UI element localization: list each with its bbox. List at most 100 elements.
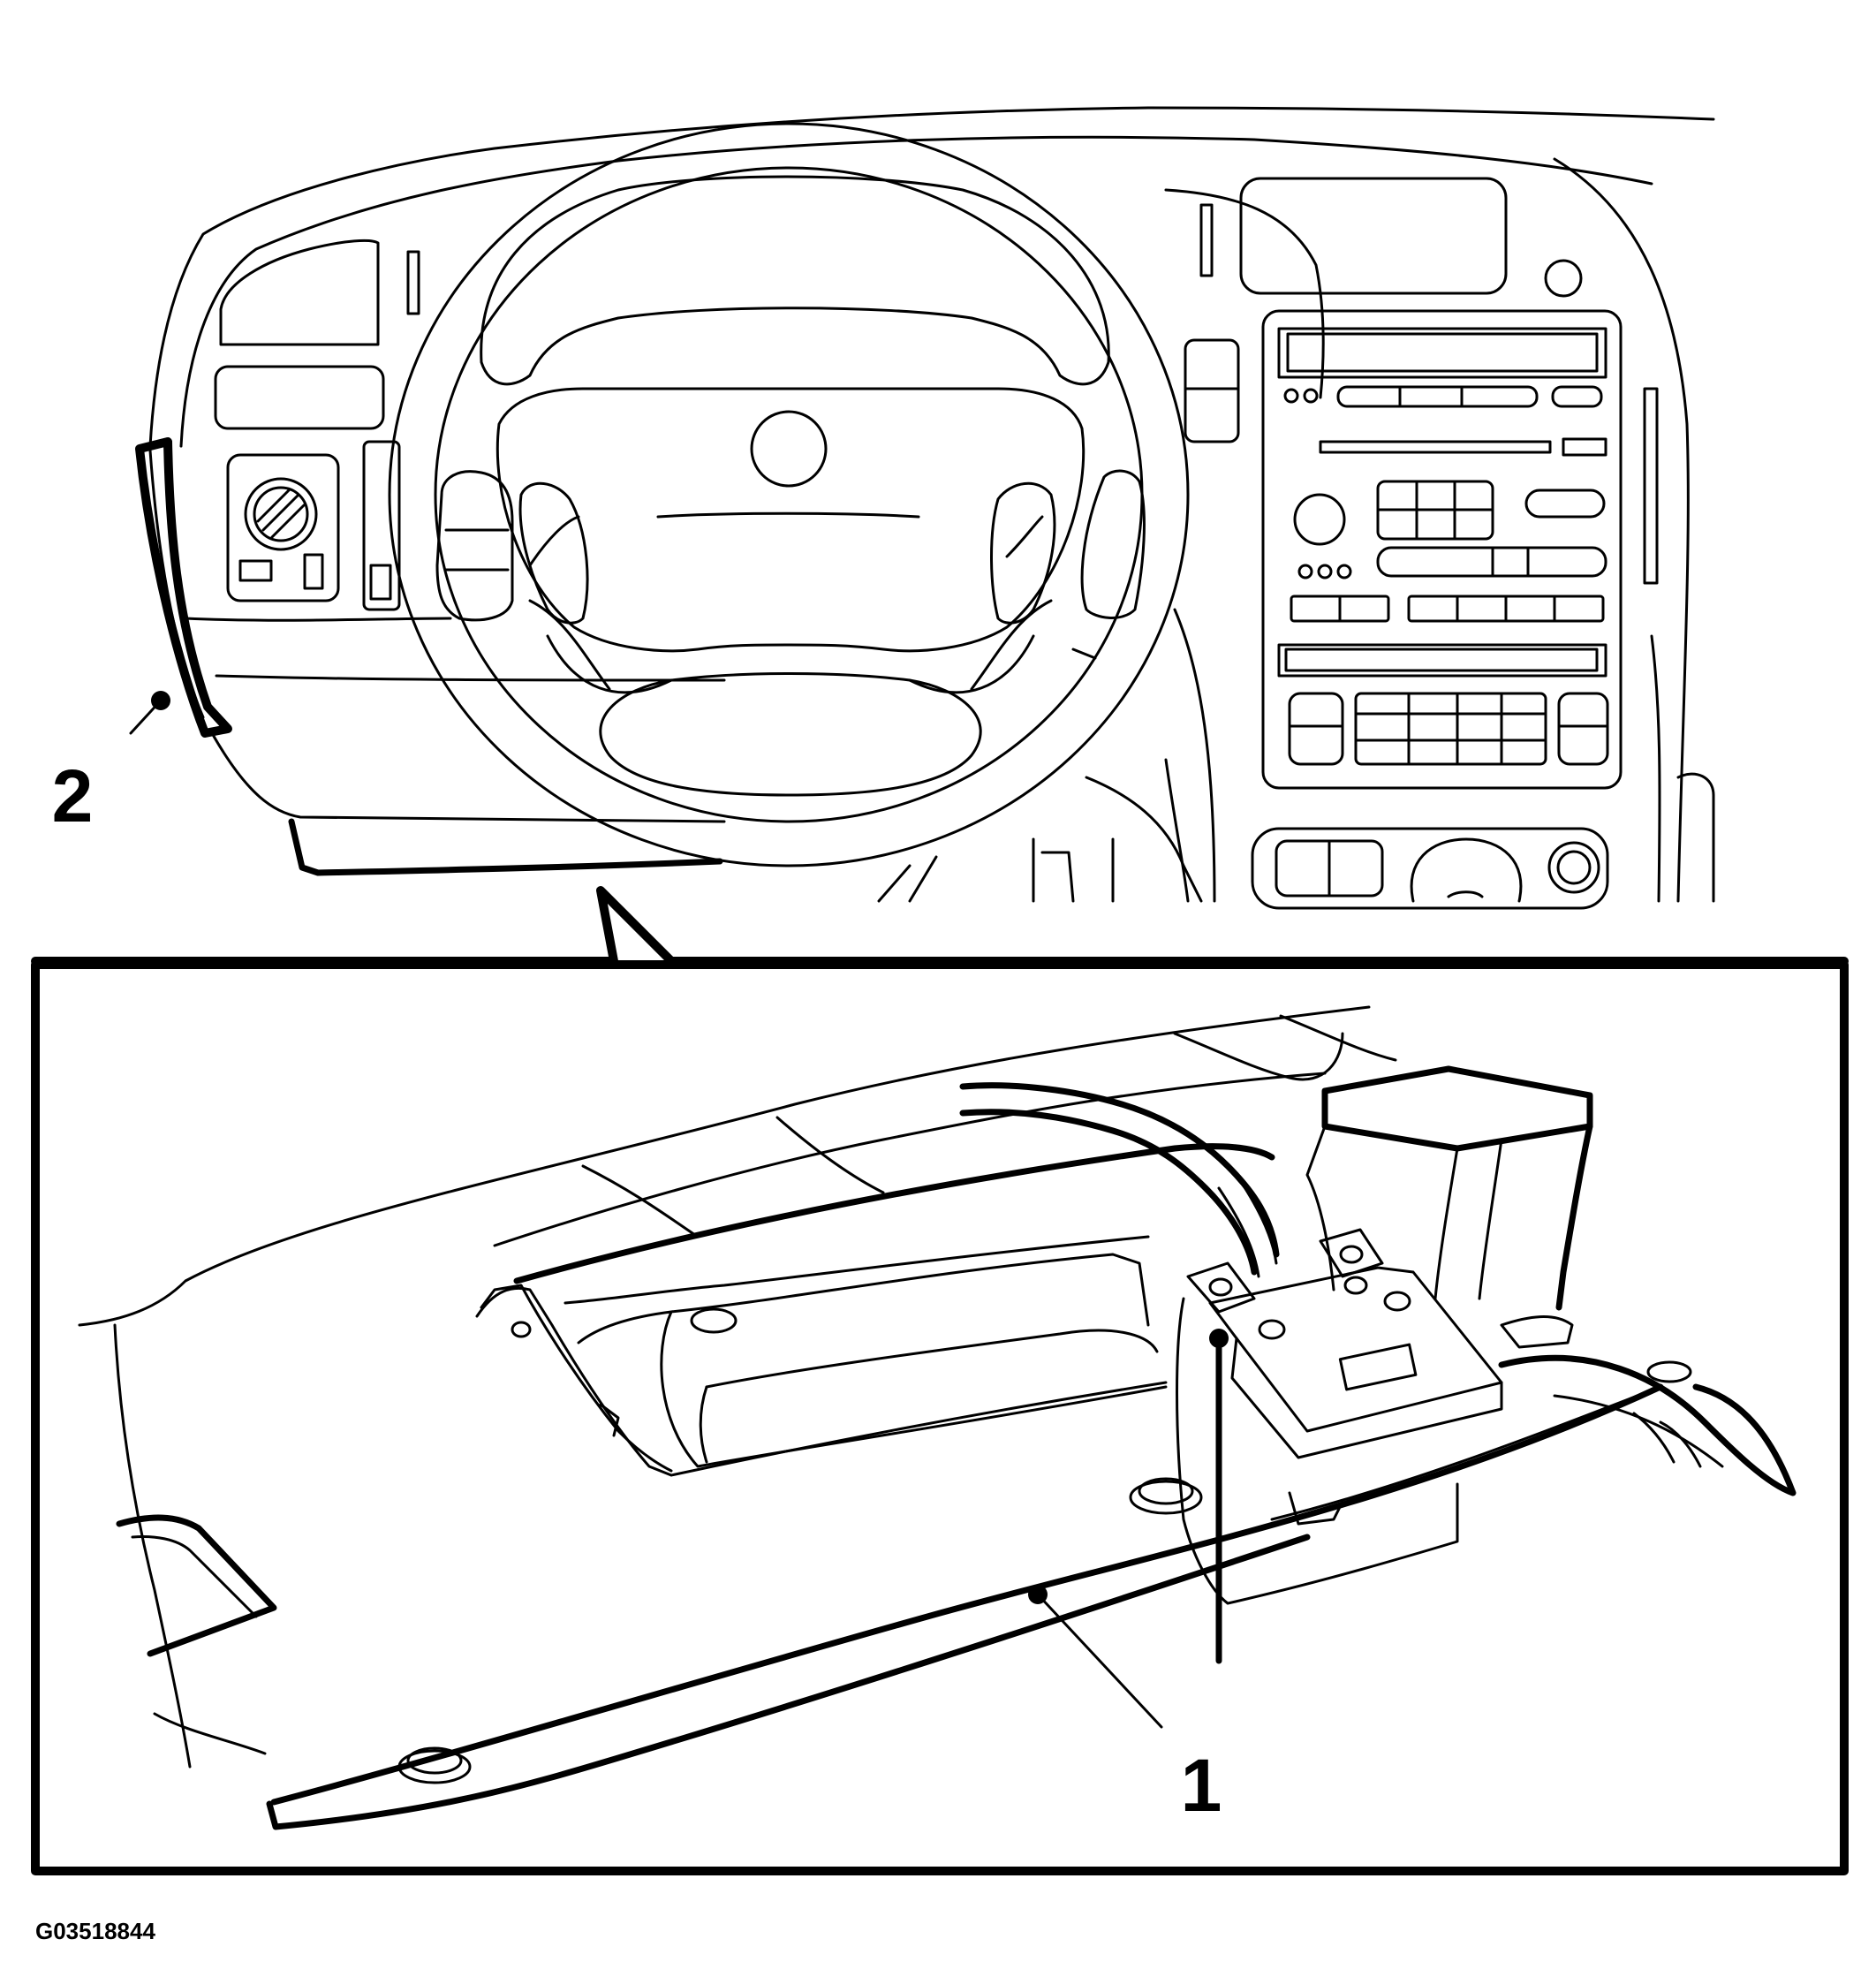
bolster-right-flange bbox=[1498, 1354, 1797, 1496]
climate-display-inner bbox=[1284, 648, 1599, 672]
steering-wheel-lower-opening bbox=[599, 672, 982, 797]
bracket-bolt-far bbox=[1343, 1276, 1368, 1295]
light-switch-knob bbox=[244, 477, 318, 551]
bolster-panel-bottom-flange bbox=[266, 1534, 1311, 1830]
light-switch-indicator-right bbox=[303, 553, 324, 590]
bolster-panel-left-edge bbox=[113, 1323, 192, 1769]
dash-surface-line-5 bbox=[1279, 1014, 1397, 1062]
radio-lower-bar-right-dividers bbox=[1456, 595, 1556, 623]
airbag-housing-outline bbox=[475, 1286, 1168, 1477]
center-slot-indicator bbox=[1199, 203, 1214, 277]
radio-preset-dividers bbox=[1398, 385, 1464, 408]
bracket-support bbox=[1176, 1297, 1459, 1605]
left-spoke-button-cluster bbox=[435, 470, 514, 622]
left-switch-stack bbox=[362, 440, 401, 611]
bolster-panel-bottom-inner bbox=[1270, 1385, 1662, 1521]
left-side-trim-panel bbox=[135, 437, 232, 738]
bracket-clip bbox=[1288, 1491, 1344, 1526]
dash-surface-line-2 bbox=[581, 1164, 700, 1238]
dashboard-overview bbox=[135, 106, 1715, 910]
connector-tab-left-hole bbox=[1208, 1277, 1233, 1297]
right-spoke-rocker bbox=[990, 481, 1056, 625]
detail-pointer-outline bbox=[31, 886, 1849, 966]
lower-console-panel bbox=[1251, 827, 1609, 910]
airbag-module-panel-lower bbox=[699, 1385, 708, 1464]
callout-1: 1 bbox=[1028, 1329, 1229, 1827]
bolster-left-cutout-inner bbox=[131, 1535, 258, 1618]
wiring-harness-upper bbox=[959, 1082, 1280, 1258]
right-spoke-button-cluster bbox=[1080, 469, 1146, 619]
mounting-bracket-face bbox=[1230, 1337, 1503, 1459]
left-spoke-rocker bbox=[518, 481, 589, 625]
radio-mode-dividers bbox=[1491, 546, 1530, 578]
duct-housing-seam-2 bbox=[1478, 1138, 1503, 1300]
callout-2: 2 bbox=[52, 691, 170, 837]
bracket-bolt-right bbox=[1383, 1291, 1411, 1312]
radio-volume-knob bbox=[1293, 493, 1346, 546]
wiring-harness-strand-2 bbox=[1217, 1186, 1260, 1278]
dash-surface-line-4 bbox=[1173, 1032, 1344, 1081]
right-lower-trim bbox=[1676, 772, 1715, 903]
radio-button-a bbox=[1283, 388, 1299, 404]
left-spoke-button-divider bbox=[444, 528, 510, 572]
radio-display-inner bbox=[1286, 332, 1599, 373]
climate-right-button bbox=[1557, 692, 1609, 766]
radio-display bbox=[1277, 327, 1607, 379]
radio-button-b bbox=[1303, 388, 1319, 404]
connector-tab-left bbox=[1186, 1261, 1256, 1314]
wiring-harness-strand-1 bbox=[1235, 1173, 1278, 1265]
callout-2-leader bbox=[129, 699, 163, 735]
climate-center-grid bbox=[1354, 692, 1547, 766]
left-vent-outline bbox=[219, 239, 380, 346]
steering-wheel-upper-opening bbox=[480, 175, 1110, 386]
right-slot-indicator bbox=[1643, 387, 1659, 585]
airbag-module-panel bbox=[705, 1329, 1159, 1389]
left-small-switch bbox=[369, 564, 392, 601]
climate-center-buttons bbox=[1354, 692, 1547, 766]
left-panel-lower-edge bbox=[184, 617, 452, 622]
bolster-right-flange-hatching bbox=[1632, 1412, 1702, 1468]
center-air-vent bbox=[1239, 177, 1508, 295]
left-spoke-rocker-line bbox=[528, 515, 580, 567]
steering-wheel-emblem bbox=[750, 410, 828, 488]
light-switch-panel bbox=[226, 453, 340, 602]
lower-console-knob-inner bbox=[1556, 850, 1592, 885]
bolster-center-fastener bbox=[1138, 1477, 1194, 1505]
dashboard-top-inner-line bbox=[179, 135, 1653, 448]
radio-right-button-top bbox=[1524, 489, 1606, 519]
airbag-module-bolt bbox=[690, 1307, 738, 1334]
bolster-right-flange-inner bbox=[1553, 1394, 1724, 1468]
dashboard-right-lower-curve bbox=[1650, 634, 1661, 903]
radio-cd-slot bbox=[1319, 440, 1552, 454]
callout-1-label: 1 bbox=[1181, 1744, 1222, 1827]
gear-shift-knob bbox=[1410, 837, 1523, 903]
bolster-panel-top-edge bbox=[78, 1005, 1371, 1327]
bolster-center-fastener-base bbox=[1129, 1480, 1203, 1515]
radio-dot-1 bbox=[1297, 564, 1313, 579]
dashboard-right-inner-edge bbox=[1164, 188, 1325, 399]
bolster-left-fastener bbox=[406, 1746, 463, 1775]
bolster-right-fastener bbox=[1646, 1360, 1692, 1383]
bracket-slot bbox=[1338, 1343, 1418, 1391]
duct-housing-face-left bbox=[1305, 1125, 1335, 1291]
lower-dash-crease bbox=[215, 674, 726, 682]
airbag-housing-top-rail bbox=[513, 1143, 1275, 1284]
figure-id: G03518844 bbox=[35, 1918, 155, 1944]
knee-bolster-lower-edge bbox=[288, 818, 723, 876]
radio-dot-2 bbox=[1317, 564, 1333, 579]
steering-wheel-rim-outer bbox=[388, 122, 1190, 867]
dashboard-right-edge bbox=[1553, 157, 1690, 903]
climate-left-button bbox=[1288, 692, 1344, 766]
radio-outer-bezel bbox=[1261, 309, 1623, 790]
steering-column-lines bbox=[877, 837, 1115, 903]
detail-inset-frame bbox=[31, 960, 1849, 1875]
duct-housing-face-right bbox=[1555, 1123, 1593, 1311]
radio-eject-button bbox=[1551, 385, 1603, 408]
light-switch-knob-inner bbox=[253, 486, 309, 542]
dash-surface-line-3 bbox=[775, 1116, 885, 1194]
steering-wheel-left-spoke bbox=[528, 599, 673, 694]
connector-tab-right bbox=[1319, 1228, 1384, 1278]
dashboard-top-outline bbox=[148, 106, 1715, 448]
duct-housing-top bbox=[1321, 1065, 1593, 1152]
airbag-module-body bbox=[577, 1253, 1150, 1345]
